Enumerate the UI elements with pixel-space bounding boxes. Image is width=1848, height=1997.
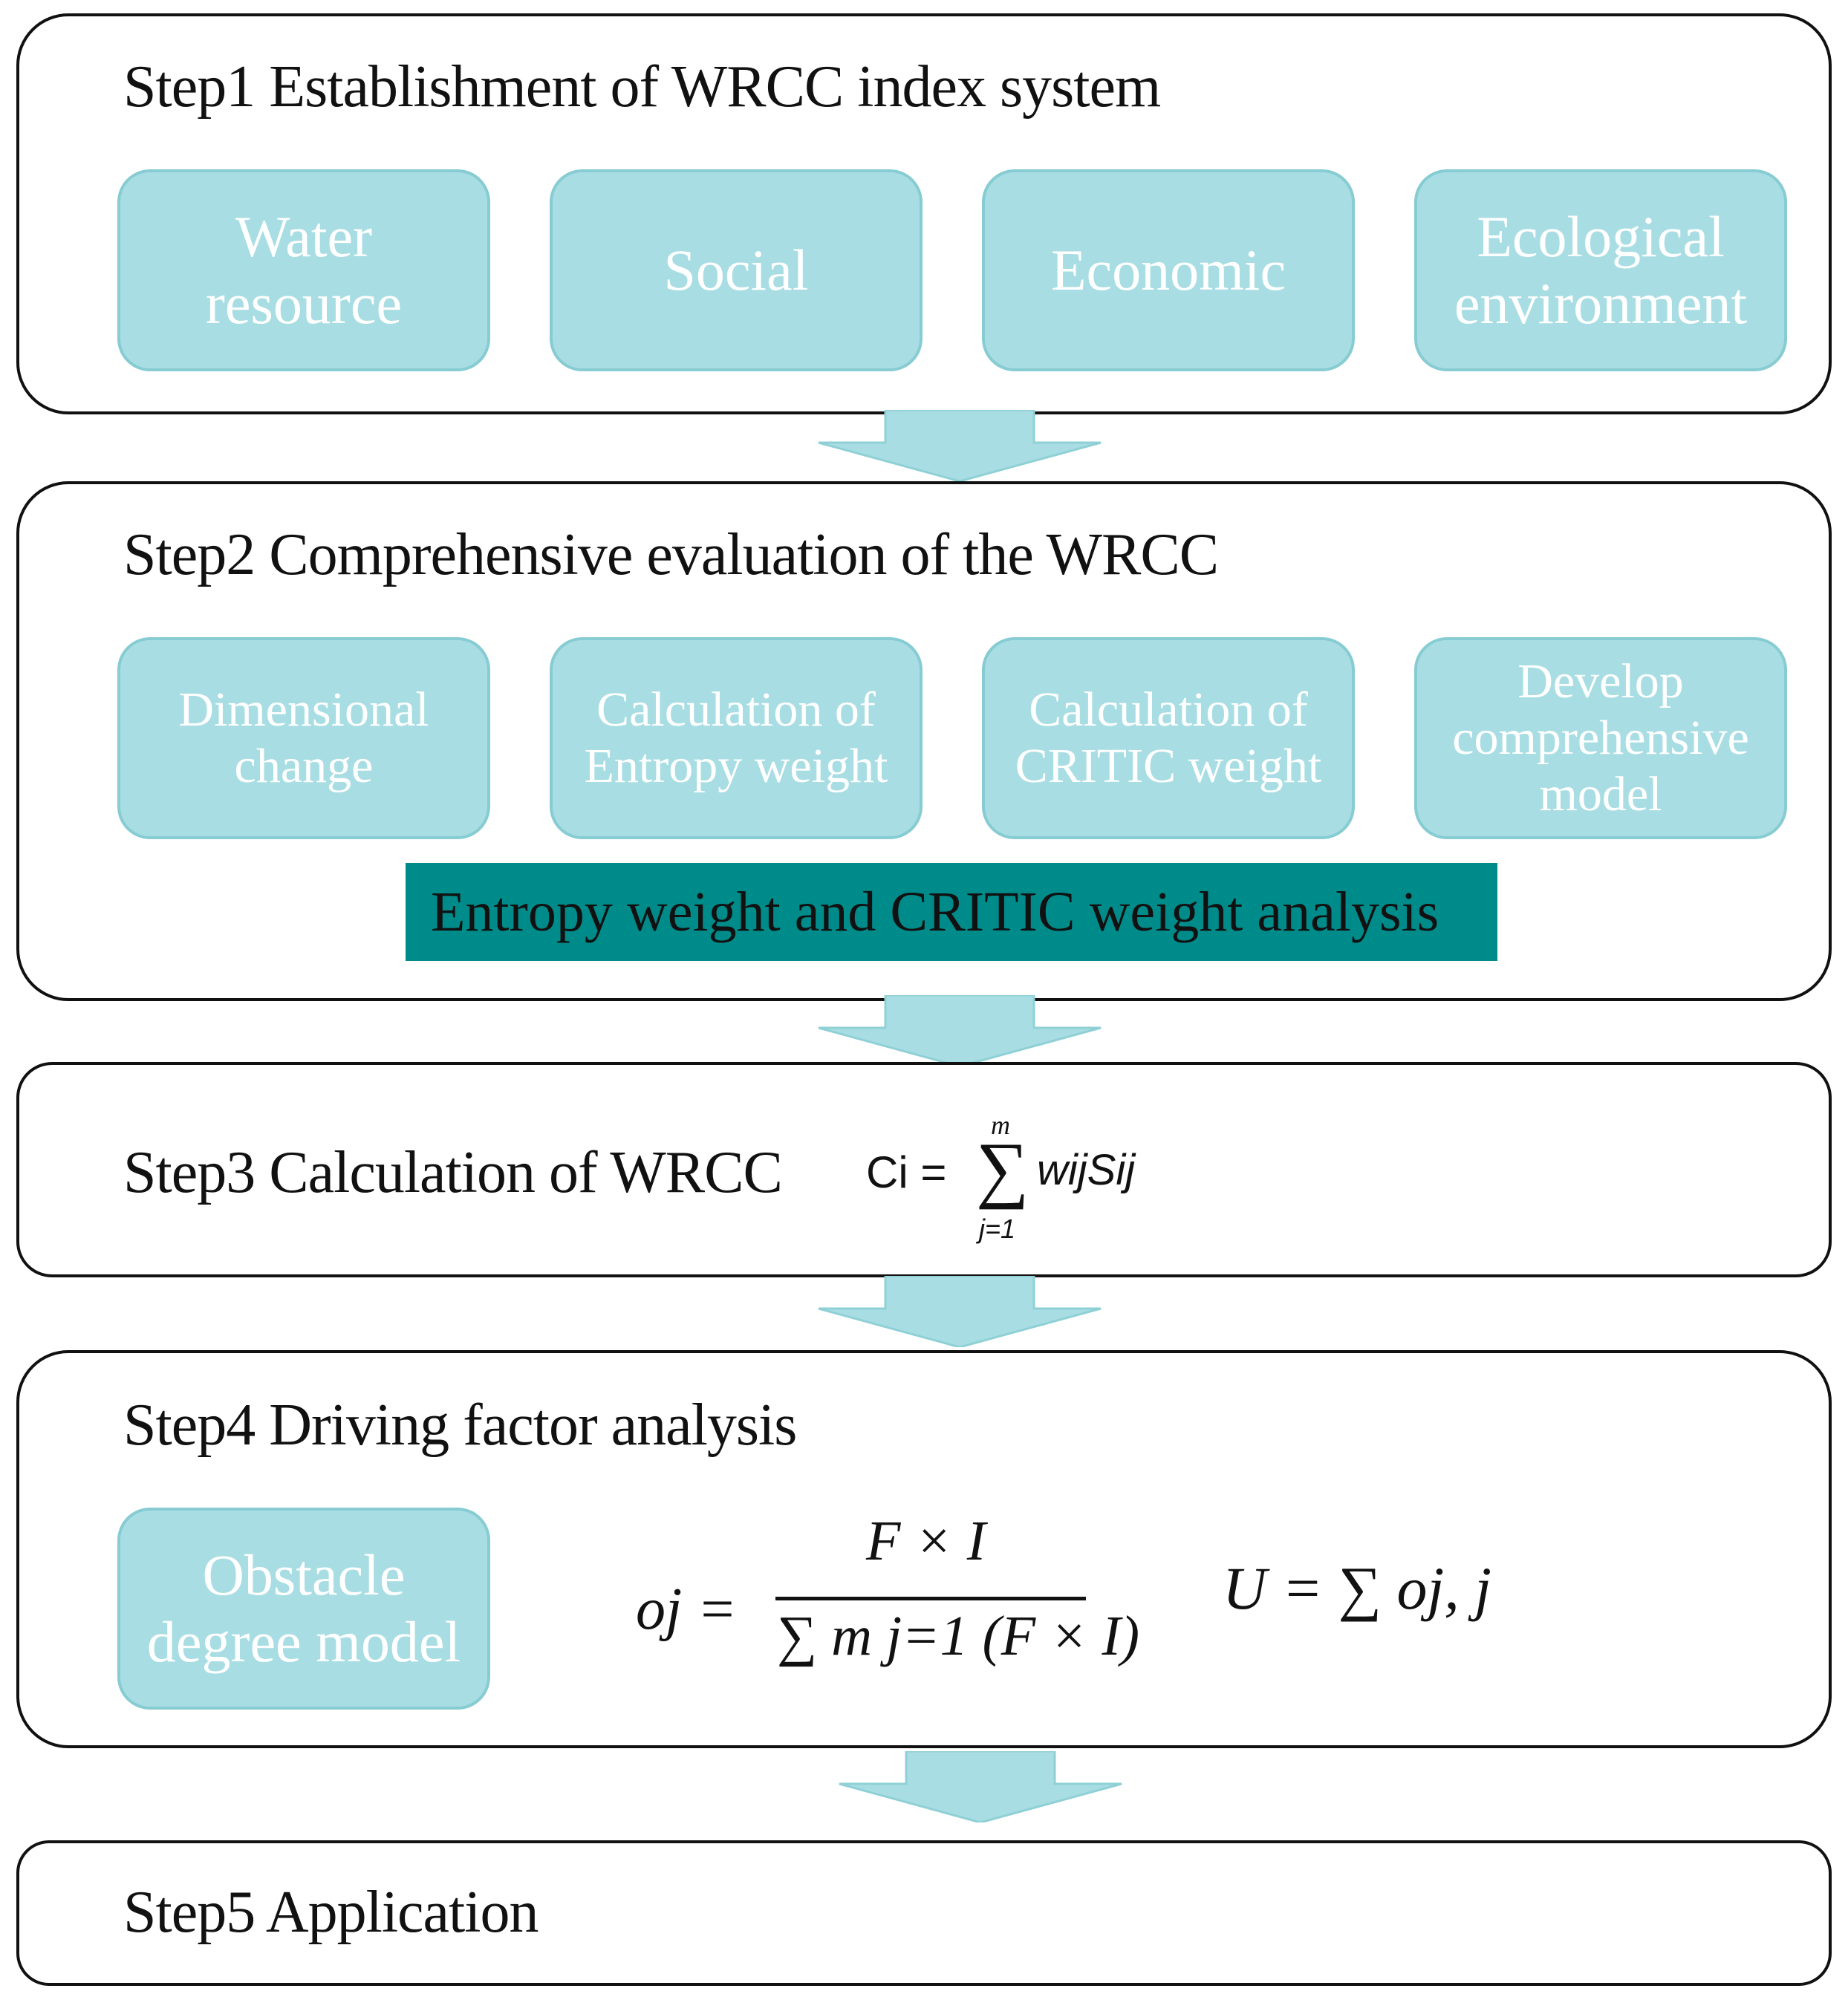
critic-weight-label: Calculation of CRITIC weight [1015,683,1322,793]
step5-title: Step5 Application [123,1880,539,1945]
obstacle-degree-label: Obstacle degree model [146,1542,461,1674]
ecological-environment-label: Ecological environment [1454,204,1748,336]
step4-title: Step4 Driving factor analysis [123,1392,797,1458]
obstacle-formula-lhs: oj = [636,1577,738,1642]
down-arrow-icon [818,410,1102,481]
step4-panel: Step4 Driving factor analysis Obstacle d… [16,1350,1832,1748]
social-label: Social [663,238,809,303]
dimensional-change-label: Dimensional change [178,683,429,793]
obstacle-degree-box: Obstacle degree model [117,1508,490,1710]
step2-title: Step2 Comprehensive evaluation of the WR… [123,522,1219,587]
obstacle-formula: oj = F × I ∑ m j=1 (F × I) [636,1509,1139,1687]
comprehensive-model-box: Develop comprehensive model [1414,637,1787,839]
dimensional-change-box: Dimensional change [117,637,490,839]
step5-panel: Step5 Application [16,1840,1832,1986]
step3-panel: Step3 Calculation of WRCC Ci = m ∑ j=1 w… [16,1062,1832,1277]
down-arrow-icon [818,1276,1102,1347]
water-resource-box: Water resource [117,169,490,371]
obstacle-formula-numerator: F × I [866,1510,986,1572]
economic-label: Economic [1050,238,1286,303]
step1-panel: Step1 Establishment of WRCC index system… [16,13,1832,414]
sum-lower-limit: j=1 [979,1213,1016,1244]
sum-upper-limit: m [991,1110,1010,1140]
comprehensive-model-label: Develop comprehensive model [1452,654,1749,821]
ecological-environment-box: Ecological environment [1414,169,1787,371]
fraction-bar [775,1597,1086,1600]
water-resource-label: Water resource [205,204,403,336]
step1-title: Step1 Establishment of WRCC index system [123,54,1161,120]
summation-icon: ∑ [976,1127,1029,1210]
weight-analysis-banner: Entropy weight and CRITIC weight analysi… [406,863,1497,961]
formula-rhs: wijSij [1037,1146,1136,1194]
step2-panel: Step2 Comprehensive evaluation of the WR… [16,481,1832,1001]
down-arrow-icon [818,995,1102,1066]
obstacle-formula-denominator: ∑ m j=1 (F × I) [777,1605,1140,1667]
u-formula: U = ∑ oj, j [1223,1554,1491,1658]
formula-lhs: Ci = [866,1147,947,1197]
social-box: Social [550,169,923,371]
economic-box: Economic [982,169,1355,371]
critic-weight-box: Calculation of CRITIC weight [982,637,1355,839]
entropy-weight-box: Calculation of Entropy weight [550,637,923,839]
u-formula-text: U = ∑ oj, j [1223,1554,1492,1622]
entropy-weight-label: Calculation of Entropy weight [584,683,888,793]
step3-title: Step3 Calculation of WRCC [123,1140,783,1205]
down-arrow-icon [839,1751,1122,1822]
